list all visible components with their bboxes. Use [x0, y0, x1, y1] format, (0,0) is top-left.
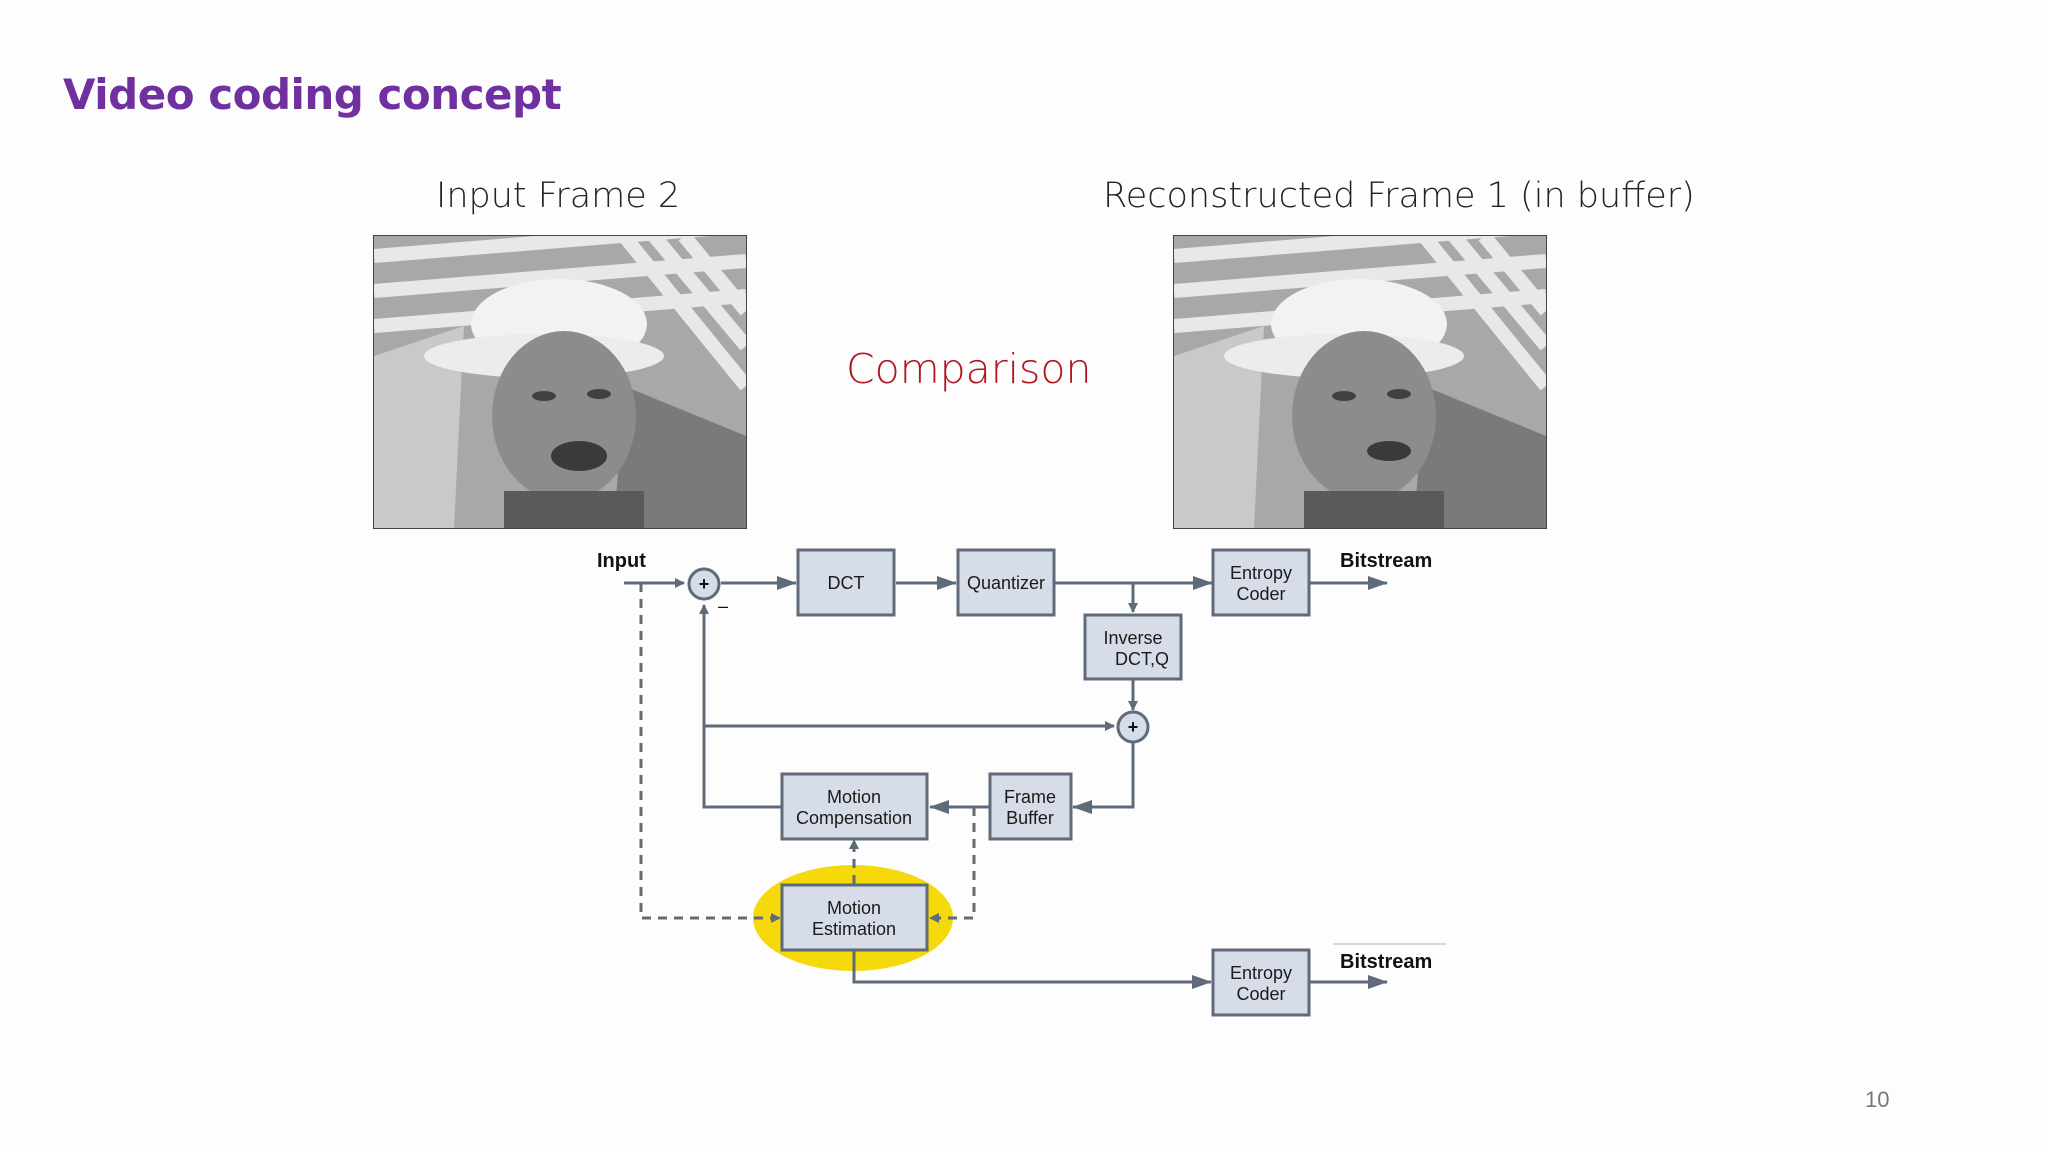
signal-wires — [624, 576, 1388, 989]
svg-text:Estimation: Estimation — [812, 919, 896, 939]
svg-text:Coder: Coder — [1236, 584, 1285, 604]
frame-buffer-block: Frame Buffer — [988, 772, 1073, 841]
slide-title: Video coding concept — [63, 70, 562, 119]
svg-text:DCT,Q: DCT,Q — [1115, 649, 1169, 669]
input-frame-image — [373, 235, 747, 529]
svg-text:Compensation: Compensation — [796, 808, 912, 828]
input-summing-junction: + — [687, 567, 721, 601]
estimation-wires — [639, 583, 976, 923]
svg-text:DCT: DCT — [828, 573, 865, 593]
bitstream-top-label: Bitstream — [1340, 550, 1432, 572]
svg-text:Coder: Coder — [1236, 984, 1285, 1004]
svg-text:Frame: Frame — [1004, 787, 1056, 807]
svg-text:Motion: Motion — [827, 898, 881, 918]
svg-text:Motion: Motion — [827, 787, 881, 807]
quantizer-block: Quantizer — [956, 548, 1056, 617]
dct-block: DCT — [796, 548, 896, 617]
svg-text:Entropy: Entropy — [1230, 563, 1292, 583]
input-label: Input — [597, 550, 646, 572]
svg-text:Buffer: Buffer — [1006, 808, 1054, 828]
reconstruction-summing-junction: + — [1116, 710, 1150, 744]
bitstream-bottom-label: Bitstream — [1340, 951, 1432, 973]
svg-text:+: + — [1128, 717, 1139, 737]
inverse-dct-block: Inverse DCT,Q — [1083, 613, 1183, 681]
motion-compensation-block: Motion Compensation — [780, 772, 929, 841]
motion-estimation-block: Motion Estimation — [780, 883, 929, 952]
comparison-label: Comparison — [846, 345, 1092, 393]
reconstructed-frame-caption: Reconstructed Frame 1 (in buffer) — [1103, 176, 1695, 216]
svg-text:Entropy: Entropy — [1230, 963, 1292, 983]
svg-text:+: + — [699, 574, 710, 594]
input-frame-caption: Input Frame 2 — [436, 176, 681, 216]
entropy-coder-top-block: Entropy Coder — [1211, 548, 1311, 617]
page-number: 10 — [1865, 1087, 1890, 1112]
svg-text:Quantizer: Quantizer — [967, 573, 1045, 593]
svg-text:Inverse: Inverse — [1103, 628, 1162, 648]
entropy-coder-bottom-block: Entropy Coder — [1211, 948, 1311, 1017]
reconstructed-frame-image — [1173, 235, 1547, 529]
minus-sign: – — [718, 596, 728, 616]
